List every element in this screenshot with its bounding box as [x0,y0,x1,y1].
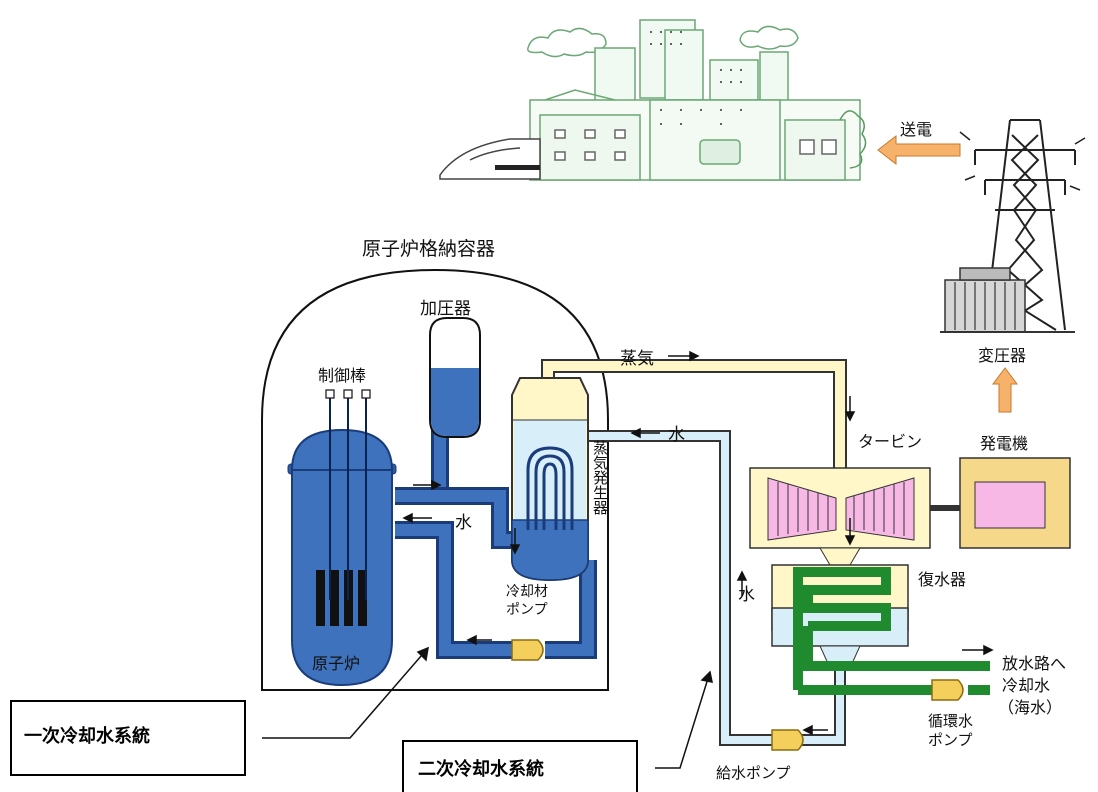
generator-unit [959,457,1071,549]
feed-pump-label: 給水ポンプ [716,764,791,782]
turbine-unit [749,467,960,566]
cloud-right [739,25,799,50]
seawater-label: （海水） [998,698,1063,717]
generator-to-transformer-arrow [992,367,1018,413]
turbine-label: タービン [858,432,923,451]
transmission-tower [959,119,1086,331]
reactor-label: 原子炉 [312,654,361,673]
coolant-pump-label: 冷却材 ポンプ [506,584,548,618]
steam-label: 蒸気 [620,349,654,369]
flow-arrows [402,350,994,736]
water-label-left: 水 [455,513,472,533]
pressurizer-label: 加圧器 [420,299,471,319]
cooling-water-label: 冷却水 [1002,676,1051,695]
water-label-right: 水 [738,585,755,605]
discharge-label: 放水路へ [1002,654,1067,673]
bullet-train [439,138,541,180]
callout-leaders [262,646,713,769]
primary-loop-pipes [395,420,597,659]
generator-label: 発電機 [980,434,1029,453]
condenser-unit [771,564,990,695]
pressurizer-tank [429,317,481,438]
circulation-pump-label: 循環水 ポンプ [928,712,974,749]
transmission-label: 送電 [900,120,933,139]
steam-generator [511,377,589,582]
cloud-left [527,27,607,58]
secondary-cooling-label: 二次冷却水系統 [418,759,544,780]
condenser-label: 復水器 [918,570,967,589]
circulation-pump [931,679,990,701]
steam-generator-label: 蒸気発生器 [591,440,609,515]
feedwater-pump [771,729,804,751]
feedwater-pipe [585,430,846,746]
water-label-top: 水 [668,425,685,445]
transformer-unit [940,267,1075,333]
containment-label: 原子炉格納容器 [362,238,496,260]
transformer-label: 変圧器 [978,346,1027,365]
secondary-cooling-callout [402,740,638,792]
coolant-pump [511,639,544,661]
city-illustration [439,19,867,181]
primary-cooling-label: 一次冷却水系統 [24,726,150,747]
reactor-vessel [287,389,397,687]
transmission-arrow [877,134,961,166]
steam-pipe [541,359,847,470]
control-rods-label: 制御棒 [318,366,367,385]
primary-cooling-callout [10,700,246,776]
